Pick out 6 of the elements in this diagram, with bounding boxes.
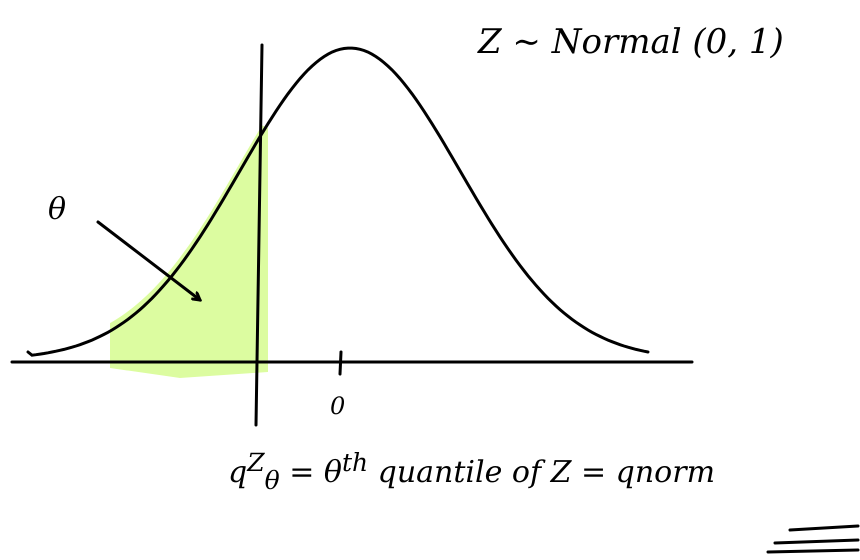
theta-label: θ	[48, 192, 66, 227]
distribution-label: Z ~ Normal (0, 1)	[478, 22, 784, 62]
leader-arrow	[96, 220, 202, 302]
tick-label: 0	[330, 392, 346, 420]
formula-text: q$^{Z}$$_{θ}$ = θ$^{th}$ quantile of Z = qnorm	[228, 448, 716, 495]
shaded-area	[110, 125, 268, 378]
